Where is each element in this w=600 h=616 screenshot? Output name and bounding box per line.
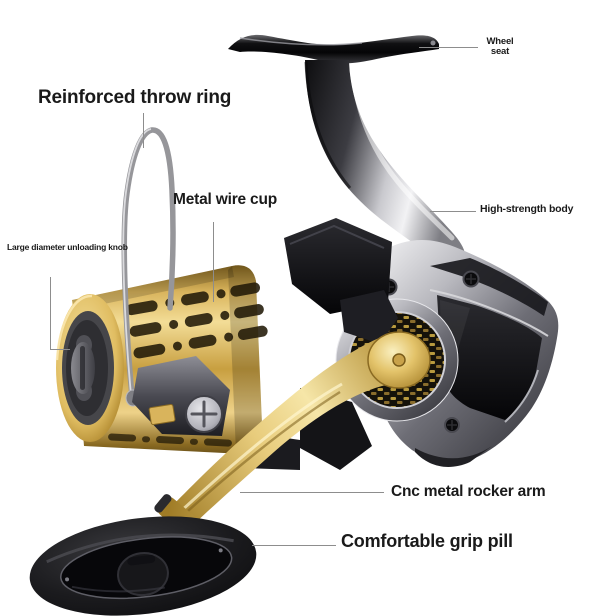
label-high-strength-body: High-strength body <box>480 203 574 215</box>
label-large-diameter-unloading-knob: Large diameter unloading knob <box>7 242 128 252</box>
leader-high-strength-body <box>430 211 476 212</box>
leader-metal-wire-cup <box>213 222 214 302</box>
label-reinforced-throw-ring: Reinforced throw ring <box>38 87 232 108</box>
label-wheel-seat: Wheel seat <box>486 36 514 58</box>
line-roller-assembly <box>132 356 230 436</box>
reel-foot-wheel-seat <box>228 34 439 64</box>
leader-comfortable-grip-pill <box>252 545 336 546</box>
body-screw <box>462 270 480 288</box>
leader-large-diameter-unloading-knob <box>50 277 70 350</box>
label-comfortable-grip-pill: Comfortable grip pill <box>341 531 513 551</box>
label-cnc-metal-rocker-arm: Cnc metal rocker arm <box>391 483 546 500</box>
drag-unloading-knob <box>71 335 95 401</box>
label-metal-wire-cup: Metal wire cup <box>173 191 278 208</box>
leader-cnc-metal-rocker-arm <box>240 492 384 493</box>
grip-pill <box>29 516 257 616</box>
leader-wheel-seat <box>419 47 478 48</box>
leader-reinforced-throw-ring <box>143 113 144 148</box>
body-screw <box>444 417 460 433</box>
reel-stem <box>304 60 466 278</box>
